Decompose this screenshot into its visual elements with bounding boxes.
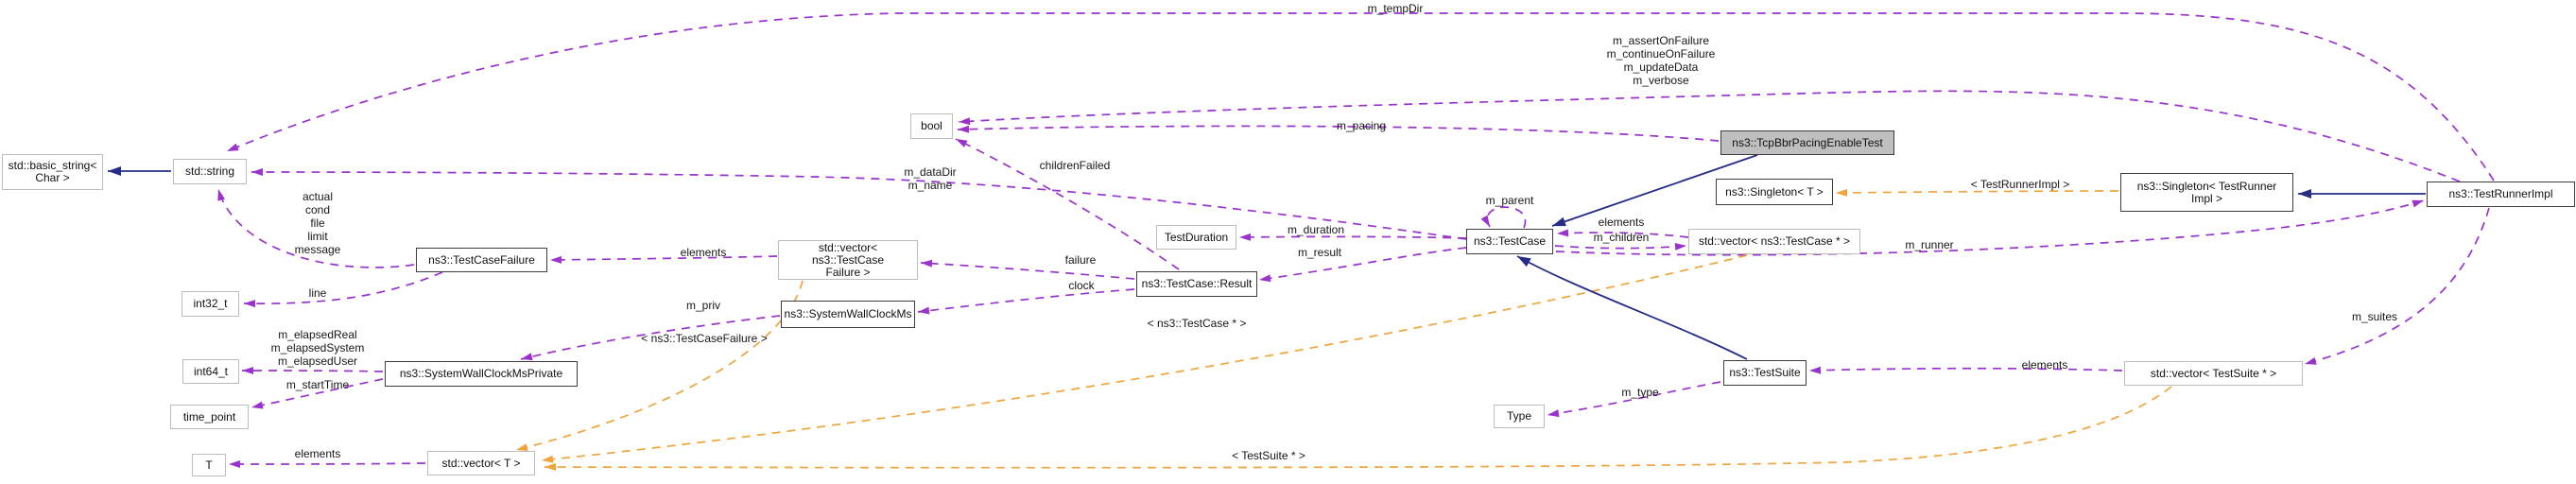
edge-label-template-testrunnerimpl: < TestRunnerImpl > [1970,178,2070,191]
edge-template-testcase-ptr [541,254,1748,463]
edge-elapsed-fields [241,367,384,375]
edge-label-m-children: m_children [1593,231,1650,244]
node-tcpbbrpacingenabletest: ns3::TcpBbrPacingEnableTest [1720,130,1894,155]
edge-m-pacing [957,125,1720,142]
edge-label-m-priv: m_priv [685,299,721,312]
node-testcase[interactable]: ns3::TestCase [1466,229,1553,254]
edge-m-children [1554,242,1687,251]
edge-label-clock: clock [1068,279,1095,292]
node-testcase-result[interactable]: ns3::TestCase::Result [1136,271,1257,297]
edge-label-template-testsuite-ptr: < TestSuite * > [1232,449,1305,462]
edge-m-result [1258,247,1467,283]
edge-failure-fields [217,188,415,268]
node-vector-t: std::vector< T > [427,451,535,475]
edge-label-m-datadir-m-name: m_dataDir m_name [904,165,957,192]
edge-label-m-type: m_type [1621,386,1659,399]
edge-line [243,271,443,308]
edge-label-elements-testcase: elements [1598,216,1645,229]
edge-label-elements-t: elements [294,447,341,460]
edge-label-elements-testcasefailure: elements [680,246,727,259]
edge-label-runner-flags: m_assertOnFailure m_continueOnFailure m_… [1606,34,1716,87]
node-vector-testcase-ptr: std::vector< ns3::TestCase * > [1688,229,1860,254]
edge-label-childrenfailed: childrenFailed [1039,159,1111,172]
edge-label-failure: failure [1064,253,1097,267]
node-type: Type [1494,405,1545,428]
node-int32-t: int32_t [182,291,239,317]
edge-elements-t [228,459,426,468]
edge-label-m-starttime: m_startTime [285,378,350,391]
edge-m-duration [1238,233,1467,241]
node-singleton-testrunnerimpl[interactable]: ns3::Singleton< TestRunner Impl > [2120,173,2293,212]
edge-m-datadir-m-name [251,168,1467,240]
node-testrunnerimpl[interactable]: ns3::TestRunnerImpl [2427,182,2575,207]
edge-m-parent-selfloop [1480,206,1527,229]
edge-inherit-tcpbbr-testcase [1551,154,1758,227]
edge-m-priv [520,315,781,361]
edge-inherit-testsuite-testcase [1516,255,1748,360]
edge-failure [920,259,1135,280]
node-std-string: std::string [173,159,247,184]
node-testcasefailure[interactable]: ns3::TestCaseFailure [416,248,547,272]
node-vector-testsuite-ptr: std::vector< TestSuite * > [2124,361,2303,386]
node-vector-testcasefailure: std::vector< ns3::TestCase Failure > [778,240,918,280]
edge-elements-testcasefailure [549,255,778,264]
edge-m-starttime [251,378,384,409]
edge-label-m-result: m_result [1297,246,1342,259]
edge-label-m-runner: m_runner [1905,238,1954,251]
node-t: T [192,454,226,476]
edge-m-type [1547,381,1721,418]
edge-label-m-tempdir: m_tempDir [1367,2,1424,15]
edge-template-testrunnerimpl [1835,188,2119,197]
edge-runner-flags [958,90,2461,182]
node-systemwallclockmsprivate[interactable]: ns3::SystemWallClockMsPrivate [385,361,578,387]
node-testsuite[interactable]: ns3::TestSuite [1723,360,1807,386]
edge-label-template-testcase-ptr: < ns3::TestCase * > [1147,317,1247,330]
node-bool: bool [910,113,953,139]
edge-elements-testcase [1556,229,1689,238]
edge-clock [917,288,1135,315]
edge-label-elapsed-fields: m_elapsedReal m_elapsedSystem m_elapsedU… [270,328,365,368]
node-std-basic-string: std::basic_string< Char > [2,154,103,190]
edge-template-testsuite-ptr [544,386,2172,472]
node-systemwallclockms[interactable]: ns3::SystemWallClockMs [781,301,915,328]
edge-label-m-suites: m_suites [2351,310,2398,323]
edge-m-suites [2304,207,2490,365]
node-int64-t: int64_t [182,359,239,384]
edge-elements-testsuite [1808,366,2123,374]
node-testduration: TestDuration [1156,225,1236,250]
edge-label-failure-fields: actual cond file limit message [294,190,341,256]
edge-label-elements-testsuite: elements [2021,358,2068,372]
edge-label-m-parent: m_parent [1485,194,1534,207]
edge-m-runner [1555,199,2425,256]
edge-label-m-duration: m_duration [1287,223,1345,236]
edge-label-template-testcasefailure: < ns3::TestCaseFailure > [641,332,768,345]
edge-m-tempdir [226,12,2495,182]
edge-childrenfailed [955,138,1180,270]
node-time-point: time_point [170,405,249,429]
edge-template-testcasefailure [515,280,804,452]
node-singleton-t[interactable]: ns3::Singleton< T > [1716,179,1833,205]
edge-label-m-pacing: m_pacing [1336,119,1387,132]
edge-label-line: line [308,286,327,300]
